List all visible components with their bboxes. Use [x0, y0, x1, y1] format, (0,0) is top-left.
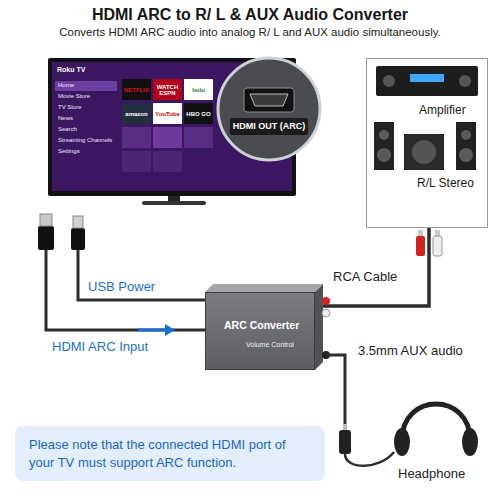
app-tiles	[122, 151, 151, 172]
input-cables	[38, 214, 205, 330]
app-tile-text: NETFLIX	[122, 79, 151, 100]
aux-cable	[326, 355, 345, 424]
tv-illustration	[55, 81, 117, 91]
amplifier-illustration	[412, 140, 436, 164]
cable-label: RCA Cable	[330, 268, 400, 286]
tv-illustration	[142, 201, 206, 205]
amplifier-illustration	[377, 148, 391, 162]
input-arrow	[138, 324, 175, 336]
port-zoom-outline	[216, 56, 322, 162]
menu-item: Streaming Channels	[58, 137, 118, 144]
aux-cable	[339, 430, 351, 454]
menu-item: Home	[58, 82, 118, 89]
menu-item: Settings	[58, 148, 118, 155]
amplifier-illustration	[461, 130, 471, 140]
note-text: Please note that the connected HDMI port…	[29, 436, 311, 471]
app-tile-text: YouTube	[153, 103, 182, 124]
amplifier-panel: AmplifierR/L Stereo	[366, 58, 488, 228]
rca-cable	[315, 228, 429, 306]
rca-plug	[435, 230, 440, 236]
screen-brand: Roku TV	[57, 66, 85, 74]
amplifier-illustration	[456, 122, 476, 170]
app-tiles	[153, 127, 182, 148]
aux-cable	[326, 355, 394, 466]
rca-plug	[418, 230, 423, 236]
aux-cable	[343, 424, 347, 431]
headphone-illustration	[402, 404, 470, 440]
converter-body	[322, 309, 330, 317]
app-tiles	[122, 103, 151, 124]
cable-label: HDMI ARC Input	[52, 339, 148, 355]
amplifier-illustration	[374, 66, 478, 170]
subtitle: Converts HDMI ARC audio into analog R/ L…	[0, 26, 500, 40]
converter-body	[315, 284, 323, 370]
menu-item: Search	[58, 126, 118, 133]
menu-item: Movie Store	[58, 93, 118, 100]
app-tiles	[122, 79, 151, 100]
converter-body	[205, 284, 330, 370]
input-cables	[71, 228, 85, 250]
rca-plug	[433, 236, 442, 256]
app-tiles	[153, 103, 182, 124]
headphone-illustration	[394, 428, 410, 456]
amplifier-illustration	[379, 130, 389, 140]
cable-label: 3.5mm AUX audio	[358, 343, 463, 359]
app-tiles	[184, 79, 213, 100]
app-tiles	[122, 127, 151, 148]
tv-illustration	[168, 196, 180, 201]
hdmi-port-symbol	[244, 88, 294, 112]
headphone-illustration	[462, 428, 478, 456]
input-cables	[46, 250, 205, 330]
app-tiles	[184, 127, 213, 148]
input-cables	[38, 226, 54, 250]
port-zoom-outline	[218, 58, 320, 160]
device-label: R/L Stereo	[417, 176, 474, 190]
app-tiles	[153, 151, 182, 172]
input-cables	[78, 250, 205, 300]
note-box: Please note that the connected HDMI port…	[15, 426, 325, 481]
rca-plug	[416, 230, 442, 256]
app-tile-text: amazon	[122, 103, 151, 124]
cable-label: USB Power	[88, 279, 155, 295]
port-zoom-circle: HDMI OUT (ARC)	[216, 56, 322, 162]
device-name: ARC Converter	[224, 319, 299, 332]
input-arrow	[165, 324, 175, 336]
amplifier-illustration	[459, 148, 473, 162]
app-tiles	[184, 103, 213, 124]
input-arrow	[138, 329, 166, 332]
amplifier-illustration	[374, 122, 394, 170]
amplifier-illustration	[410, 74, 444, 82]
amplifier-illustration	[383, 75, 395, 87]
device-label: Headphone	[398, 466, 465, 482]
amplifier-illustration	[376, 66, 478, 96]
diagram-title: HDMI ARC to R/ L & AUX Audio Converter	[0, 5, 500, 24]
converter-body	[322, 297, 330, 305]
app-tile-text: WATCH ESPN	[153, 79, 182, 100]
amplifier-illustration	[459, 75, 471, 87]
rca-plug	[416, 236, 425, 256]
control-label: Volume Control	[246, 341, 294, 349]
menu-item: News	[58, 115, 118, 122]
app-tile-text: hulu	[184, 79, 213, 100]
input-cables	[73, 216, 83, 228]
app-tiles	[153, 79, 182, 100]
app-tiles	[122, 79, 213, 172]
app-tile-text: HBO GO	[184, 103, 213, 124]
headphone-illustration	[394, 404, 478, 456]
aux-cable	[345, 452, 394, 466]
port-label: HDMI OUT (ARC)	[216, 121, 322, 132]
hdmi-port-symbol	[250, 94, 288, 106]
converter-box: ARC ConverterVolume Control	[205, 292, 315, 370]
device-label: Amplifier	[419, 103, 466, 117]
converter-body	[205, 284, 323, 292]
menu-item: TV Store	[58, 104, 118, 111]
input-cables	[40, 214, 52, 226]
amplifier-illustration	[404, 134, 444, 170]
